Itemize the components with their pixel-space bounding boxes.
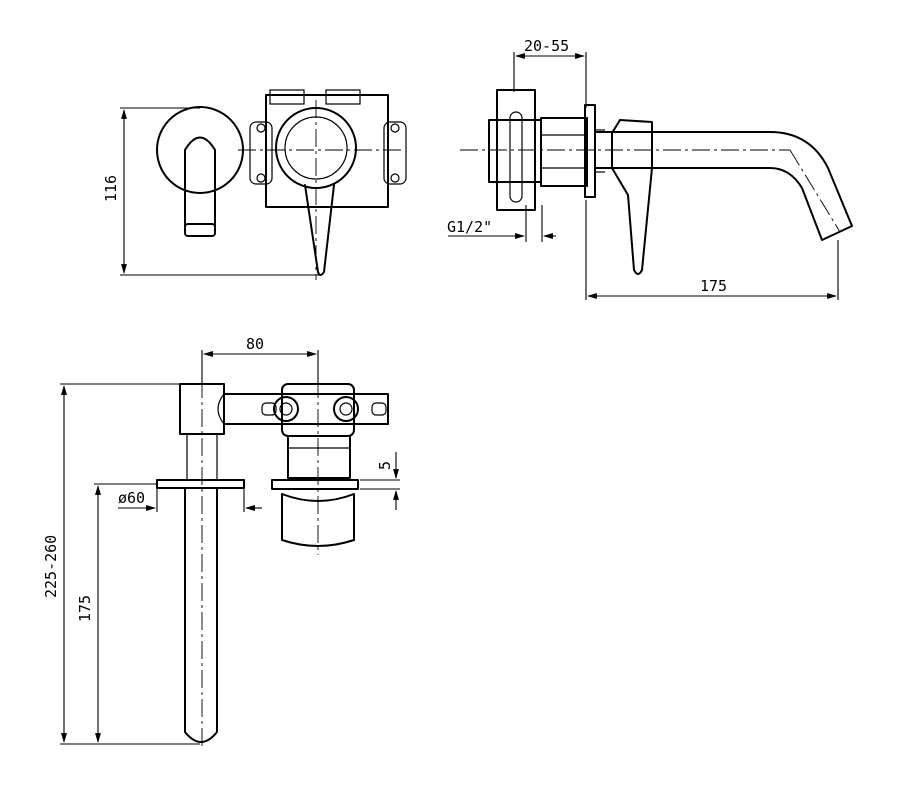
cover-plate-top [156,479,245,489]
dim-overall-label: 225-260 [42,535,60,598]
front-view: 116 [102,89,407,280]
dim-centres-label: 80 [246,335,264,353]
dim-thread-label: G1/2" [447,218,492,236]
connecting-bar [223,393,389,425]
dim-thread: G1/2" [447,205,556,242]
lever-top [281,493,355,547]
dim-height-116: 116 [102,107,320,276]
valve-body [238,89,407,208]
dim-centres: 80 [201,335,319,384]
dim-depth: 20-55 [513,37,587,108]
lever-handle [304,184,335,276]
dim-spout-side-label: 175 [700,277,727,295]
dim-spout-side: 175 [585,200,839,300]
dim-plate-dia: ø60 [118,488,262,512]
spout-cover-plate [156,106,244,194]
spout-side [594,131,853,241]
top-view: 80 ø60 5 225-260 175 [42,335,400,748]
spout-top-tube [184,487,218,743]
dim-plate-thick: 5 [360,452,400,510]
lever-sleeve [287,435,351,479]
dim-plate-dia-label: ø60 [118,489,145,507]
dim-spout-top: 175 [76,483,158,743]
side-view: 20-55 G1/2" 175 [447,37,853,300]
lever-plate [271,479,359,490]
dim-spout-top-label: 175 [76,595,94,622]
dim-height-label: 116 [102,175,120,202]
spout-front [184,136,216,233]
dim-depth-label: 20-55 [524,37,569,55]
lever-side [611,119,653,275]
aerator [184,223,216,237]
dim-overall: 225-260 [42,383,200,745]
dim-plate-thick-label: 5 [376,461,394,470]
